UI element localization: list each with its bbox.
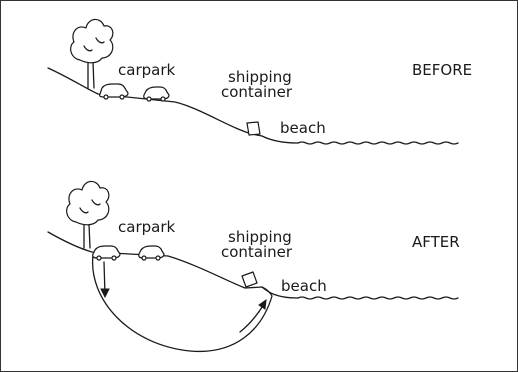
after-heading: AFTER (412, 233, 460, 251)
after-container-label-line2: container (221, 243, 293, 261)
after-car-icon-1 (92, 245, 121, 261)
after-container-icon (241, 271, 258, 288)
after-car-icon-2 (138, 245, 165, 261)
after-panel: carpark shipping container beach AFTER (47, 180, 460, 353)
after-carpark-label: carpark (118, 218, 175, 236)
before-carpark-label: carpark (118, 61, 175, 79)
before-ground-line (47, 67, 299, 144)
before-panel: carpark shipping container beach BEFORE (47, 18, 472, 145)
before-container-icon (246, 121, 261, 136)
after-slip-surface (92, 254, 273, 353)
before-container-label-line1: shipping (228, 68, 292, 86)
before-container-label-line2: container (221, 83, 293, 101)
before-car-icon-1 (99, 83, 129, 100)
after-beach-label: beach (281, 277, 327, 295)
before-sea-waves (297, 141, 459, 145)
after-ground-line (47, 231, 299, 299)
after-up-arrow-icon (239, 298, 267, 333)
before-tree-icon (70, 18, 114, 89)
before-beach-label: beach (280, 119, 326, 137)
after-tree-icon (66, 180, 110, 249)
before-car-icon-2 (143, 86, 170, 102)
after-container-label-line1: shipping (228, 228, 292, 246)
before-heading: BEFORE (412, 61, 472, 79)
after-sea-waves (297, 296, 459, 300)
after-down-arrow-icon (100, 261, 110, 299)
